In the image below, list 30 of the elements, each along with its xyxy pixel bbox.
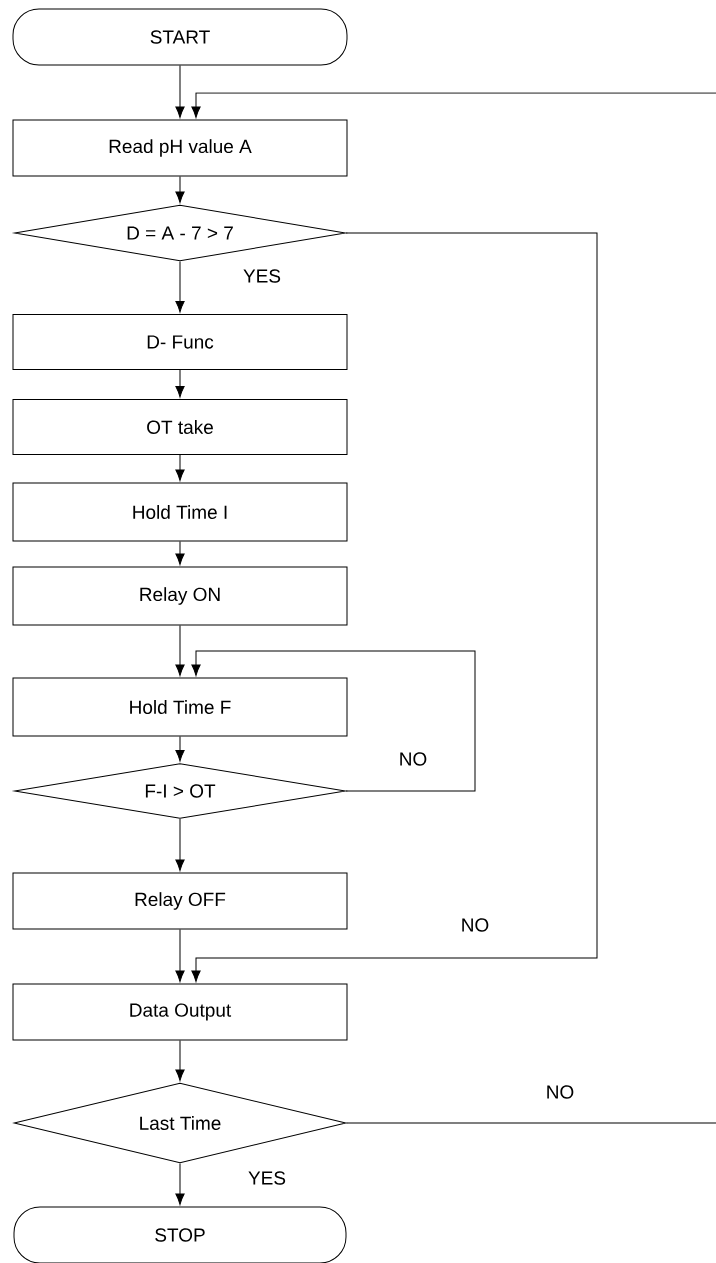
arrow — [175, 1163, 185, 1205]
arrow — [175, 818, 185, 871]
arrow — [175, 261, 185, 313]
process-box: D- Func — [12, 314, 348, 370]
process-box: OT take — [12, 399, 348, 455]
arrow — [191, 232, 598, 982]
process-box: Relay OFF — [12, 872, 348, 930]
process-box: Hold Time I — [12, 482, 348, 542]
arrow — [175, 454, 185, 481]
arrow — [175, 1040, 185, 1081]
arrow — [175, 736, 185, 762]
terminal-box: START — [12, 8, 348, 66]
process-box: Hold Time F — [12, 677, 348, 737]
arrow — [175, 369, 185, 398]
process-box: Data Output — [12, 983, 348, 1041]
arrow — [175, 65, 185, 118]
edge-label: YES — [242, 268, 282, 284]
edge-label: NO — [544, 1084, 576, 1100]
terminal-box: STOP — [13, 1206, 347, 1263]
arrow — [175, 929, 185, 982]
edge-label: NO — [459, 917, 491, 933]
process-box: Read pH value A — [12, 119, 348, 177]
process-box: Relay ON — [12, 566, 348, 626]
arrow — [175, 541, 185, 565]
edge-label: YES — [247, 1170, 287, 1186]
arrow — [191, 650, 476, 792]
arrow — [175, 176, 185, 203]
arrow — [191, 92, 716, 1124]
edge-label: NO — [397, 751, 429, 767]
arrow — [175, 625, 185, 676]
